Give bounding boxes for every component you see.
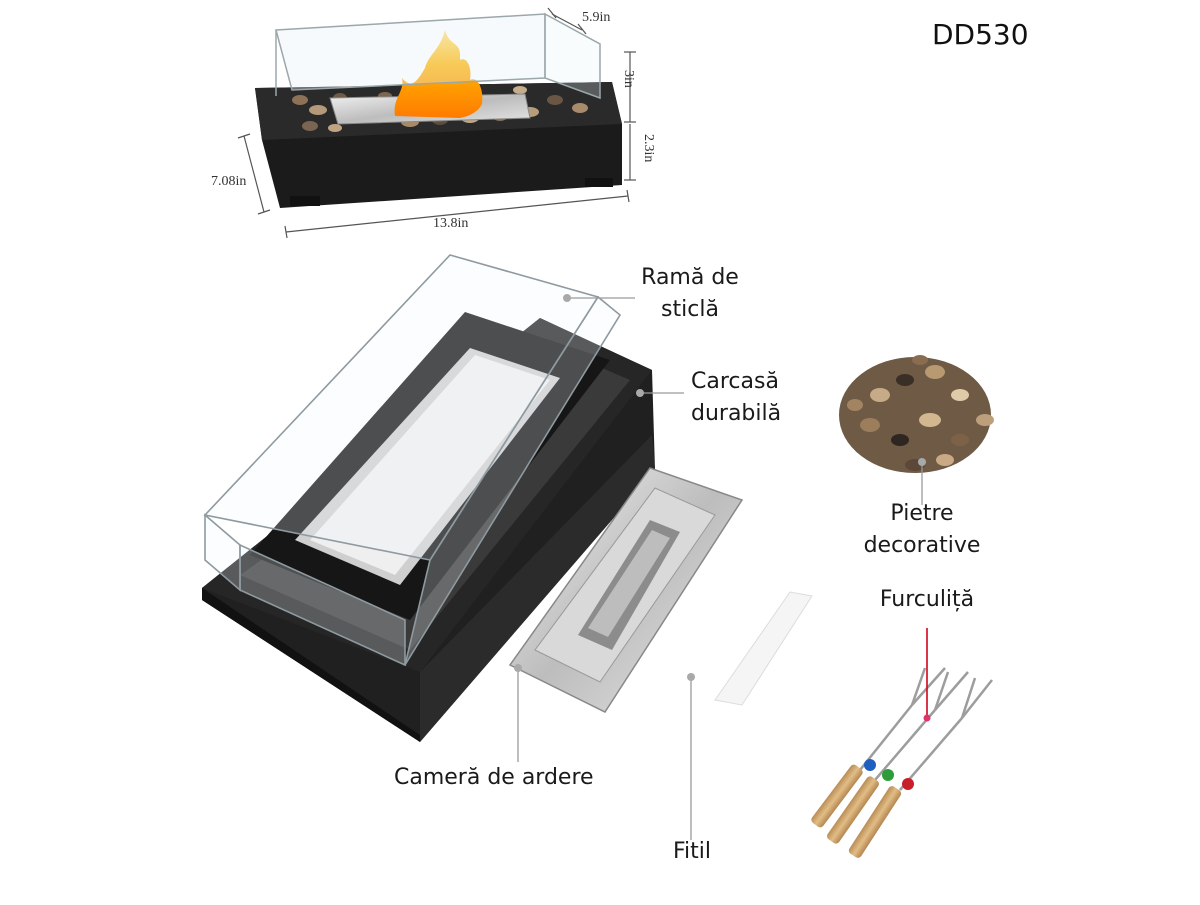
label-housing-line1: Carcasă	[691, 369, 779, 394]
dimension-lines	[237, 7, 636, 239]
inner-frame-image	[250, 312, 610, 620]
assembled-fireplace-image	[255, 12, 622, 208]
label-glass-frame: Ramă de sticlă	[620, 262, 760, 326]
burner-chamber-image	[508, 467, 744, 713]
forks-image	[811, 667, 993, 858]
dimension-length: 13.8in	[433, 216, 469, 231]
dimension-width: 7.08in	[211, 174, 247, 189]
dimension-depth-top: 5.9in	[582, 10, 611, 25]
label-stones: Pietre decorative	[847, 498, 997, 562]
decorative-stones-image	[839, 355, 994, 473]
label-wick: Fitil	[673, 839, 712, 864]
wick-image	[714, 591, 813, 706]
label-housing: Carcasă durabilă	[691, 366, 831, 430]
fork-leader-dot	[923, 714, 931, 722]
label-stones-line1: Pietre	[890, 501, 954, 526]
label-fork: Furculiță	[879, 587, 975, 612]
leader-lines	[517, 297, 923, 840]
glass-frame-image	[203, 254, 622, 667]
model-number: DD530	[932, 18, 1029, 51]
label-stones-line2: decorative	[863, 533, 981, 558]
dimension-base-height: 2.3in	[641, 134, 656, 163]
label-glass-frame-line2: sticlă	[661, 297, 719, 322]
label-burner: Cameră de ardere	[394, 765, 594, 790]
label-housing-line2: durabilă	[691, 401, 782, 426]
label-glass-frame-line1: Ramă de	[641, 265, 739, 290]
dimension-glass-height: 3in	[621, 70, 636, 88]
flame-icon	[394, 30, 483, 118]
leader-dots	[514, 294, 926, 681]
